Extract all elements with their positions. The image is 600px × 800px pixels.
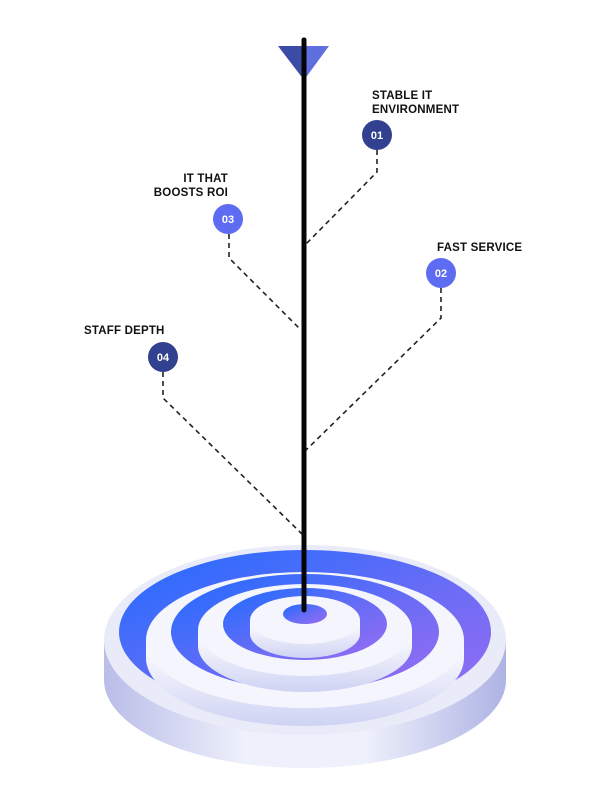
- connector-01: [303, 150, 378, 247]
- badge-01-circle: [362, 120, 392, 150]
- badge-02-number: 02: [435, 268, 447, 280]
- badge-04: 04: [148, 342, 178, 372]
- connector-02: [303, 288, 442, 453]
- label-01: STABLE IT ENVIRONMENT: [372, 90, 460, 116]
- badge-03: 03: [213, 204, 243, 234]
- label-03: IT THAT BOOSTS ROI: [153, 173, 228, 199]
- badge-04-circle: [148, 342, 178, 372]
- badge-01: 01: [362, 120, 392, 150]
- label-02: FAST SERVICE: [437, 242, 523, 254]
- label-04: STAFF DEPTH: [84, 325, 165, 337]
- arrow-head-left: [278, 46, 304, 80]
- target-bullseye: [283, 604, 327, 624]
- badge-01-number: 01: [371, 130, 383, 142]
- connector-04: [162, 372, 303, 535]
- connector-03: [228, 234, 302, 331]
- arrow-head-right: [304, 46, 329, 80]
- badge-04-number: 04: [157, 352, 170, 364]
- badge-02-circle: [426, 258, 456, 288]
- badge-02: 02: [426, 258, 456, 288]
- badge-03-circle: [213, 204, 243, 234]
- badge-03-number: 03: [222, 214, 234, 226]
- target-base: [104, 545, 506, 768]
